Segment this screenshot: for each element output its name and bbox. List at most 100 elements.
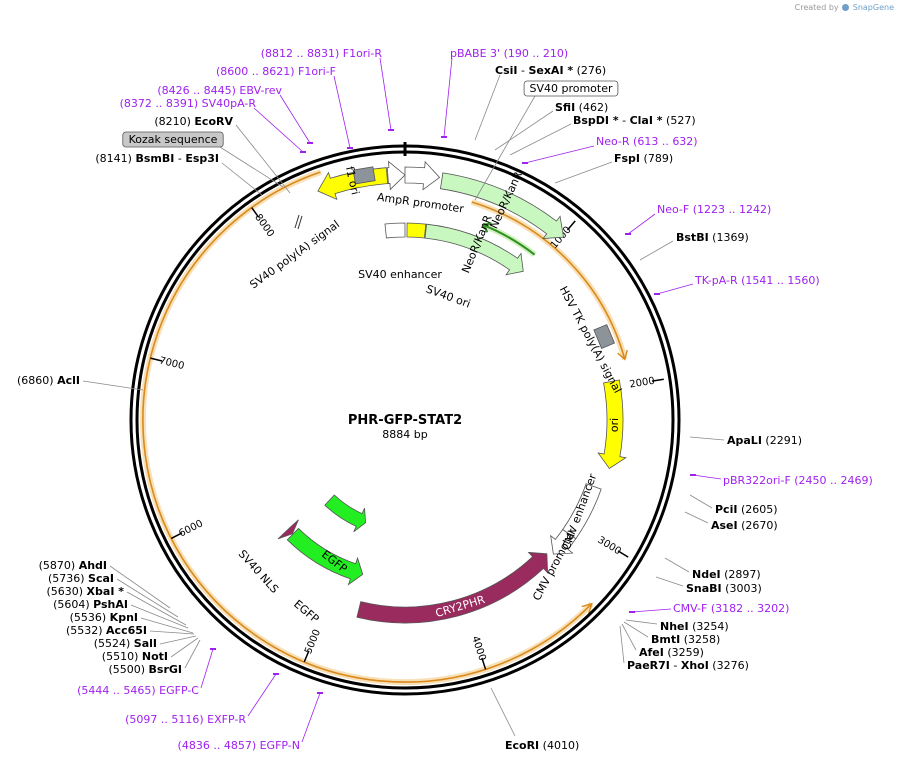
site-ecorv[interactable]: (8210) EcoRV bbox=[154, 115, 233, 128]
site-nhei[interactable]: NheI (3254) bbox=[660, 620, 729, 633]
site-pcii-leader bbox=[689, 494, 713, 509]
site-xbai-leader bbox=[126, 591, 187, 626]
watermark-prefix: Created by bbox=[794, 3, 839, 12]
primer-egfp-c-leader bbox=[200, 648, 214, 689]
primer-exfp-r-leader bbox=[247, 673, 277, 717]
site-xbai[interactable]: (5630) XbaI * bbox=[46, 585, 124, 598]
primer-pbr322ori-f[interactable]: pBR322ori-F (2450 .. 2469) bbox=[723, 474, 873, 487]
feature-sv40-nls[interactable] bbox=[277, 519, 299, 540]
primer-cmv-f-leader bbox=[631, 608, 672, 613]
site-acli[interactable]: (6860) AclI bbox=[17, 374, 80, 387]
site-snabi[interactable]: SnaBI (3003) bbox=[686, 582, 762, 595]
primer-egfp-c[interactable]: (5444 .. 5465) EGFP-C bbox=[77, 684, 199, 697]
site-ahdi[interactable]: (5870) AhdI bbox=[39, 559, 107, 572]
feature-sv40-enhancer[interactable] bbox=[384, 222, 406, 239]
center-labels: PHR-GFP-STAT2 8884 bp bbox=[348, 413, 462, 441]
primer-neo-f[interactable]: Neo-F (1223 .. 1242) bbox=[657, 203, 771, 216]
gray-box-hsv-tk[interactable] bbox=[593, 324, 616, 349]
site-sali[interactable]: (5524) SalI bbox=[94, 637, 157, 650]
site-bstbi[interactable]: BstBI (1369) bbox=[676, 231, 749, 244]
site-fspi-part: FspI bbox=[614, 152, 640, 165]
feature-sv40-ori[interactable] bbox=[406, 222, 427, 239]
feature-ampr-promoter[interactable] bbox=[386, 160, 406, 191]
tick-5000 bbox=[303, 650, 310, 663]
green-arcs-group bbox=[481, 222, 537, 258]
site-acc65i[interactable]: (5532) Acc65I bbox=[66, 624, 147, 637]
site-bmti[interactable]: BmtI (3258) bbox=[651, 633, 720, 646]
feature-egfp-inner[interactable] bbox=[324, 494, 367, 533]
tick-label-6000: 6000 bbox=[177, 518, 205, 539]
site-bspdi-clai-part: (527) bbox=[663, 114, 696, 127]
primer-f1ori-f-leader bbox=[333, 75, 351, 149]
gray-box-sv40-polya[interactable] bbox=[352, 166, 376, 185]
site-pcii-part: (2605) bbox=[737, 503, 777, 516]
primer-tk-pa-r[interactable]: TK-pA-R (1541 .. 1560) bbox=[694, 274, 820, 287]
sv40-promoter-boxed-leader bbox=[474, 95, 536, 201]
sv40-promoter-boxed[interactable]: SV40 promoter bbox=[529, 82, 613, 95]
primer-f1ori-r[interactable]: (8812 .. 8831) F1ori-R bbox=[261, 47, 383, 60]
site-asei-leader bbox=[684, 511, 709, 524]
site-bsrgi[interactable]: (5500) BsrGI bbox=[108, 663, 182, 676]
site-fspi[interactable]: FspI (789) bbox=[614, 152, 673, 165]
site-kpni[interactable]: (5536) KpnI bbox=[70, 611, 138, 624]
green-arc-inner bbox=[482, 224, 536, 256]
tick-label-7000: 7000 bbox=[158, 355, 185, 372]
primer-exfp-r[interactable]: (5097 .. 5116) EXFP-R bbox=[125, 713, 246, 726]
feature-label-ori: ori bbox=[608, 418, 621, 433]
site-noti-part: (5510) bbox=[102, 650, 142, 663]
primer-cmv-f[interactable]: CMV-F (3182 .. 3202) bbox=[673, 602, 789, 615]
primer-egfp-n[interactable]: (4836 .. 4857) EGFP-N bbox=[178, 739, 300, 752]
site-pcii[interactable]: PciI (2605) bbox=[715, 503, 778, 516]
tick-label-4000: 4000 bbox=[469, 635, 487, 663]
site-csi-sexai-part: (276) bbox=[573, 64, 606, 77]
sv40-promoter-boxed-box bbox=[523, 80, 619, 97]
snapgene-logo-icon bbox=[842, 4, 850, 11]
site-bsrgi-part: (5500) bbox=[108, 663, 148, 676]
sv40-nls-label: SV40 NLS bbox=[236, 547, 281, 595]
feature-cry2phr[interactable] bbox=[356, 551, 549, 624]
site-ecori[interactable]: EcoRI (4010) bbox=[505, 739, 579, 752]
site-bspdi-clai[interactable]: BspDI * - ClaI * (527) bbox=[573, 114, 696, 127]
feature-ampr-promoter-2[interactable] bbox=[404, 160, 441, 191]
site-csi-sexai-part: - bbox=[517, 64, 528, 77]
primer-f1ori-f[interactable]: (8600 .. 8621) F1ori-F bbox=[216, 65, 336, 78]
site-scai[interactable]: (5736) ScaI bbox=[48, 572, 114, 585]
feature-neor-kanr-inner[interactable] bbox=[424, 223, 524, 276]
site-apali-part: (2291) bbox=[762, 434, 802, 447]
site-sali-leader bbox=[159, 635, 197, 645]
site-paer7i-xhoi[interactable]: PaeR7I - XhoI (3276) bbox=[627, 659, 749, 672]
site-apali[interactable]: ApaLI (2291) bbox=[727, 434, 802, 447]
site-bspdi-clai-part: - bbox=[619, 114, 630, 127]
primer-sv40pa-r[interactable]: (8372 .. 8391) SV40pA-R bbox=[120, 97, 257, 110]
site-sfii[interactable]: SfiI (462) bbox=[555, 101, 608, 114]
site-asei-part: (2670) bbox=[738, 519, 778, 532]
site-acc65i-leader bbox=[149, 630, 195, 635]
site-bmti-part: BmtI bbox=[651, 633, 680, 646]
orange-arc-right bbox=[471, 201, 626, 360]
site-bspdi-clai-part: BspDI * bbox=[573, 114, 619, 127]
feature-ori[interactable] bbox=[597, 379, 627, 469]
site-ndei[interactable]: NdeI (2897) bbox=[692, 568, 761, 581]
kozak-sequence-boxed[interactable]: Kozak sequence bbox=[129, 133, 218, 146]
feature-neor-kanr-outer[interactable] bbox=[439, 172, 565, 240]
site-noti[interactable]: (5510) NotI bbox=[102, 650, 168, 663]
primer-ebv-rev[interactable]: (8426 .. 8445) EBV-rev bbox=[157, 84, 282, 97]
site-afei[interactable]: AfeI (3259) bbox=[639, 646, 704, 659]
site-bsmbi-esp3i[interactable]: (8141) BsmBI - Esp3I bbox=[95, 152, 219, 165]
primer-neo-r[interactable]: Neo-R (613 .. 632) bbox=[596, 135, 698, 148]
tick-label-8000: 8000 bbox=[252, 212, 276, 239]
primer-pbabe-3[interactable]: pBABE 3' (190 .. 210) bbox=[450, 47, 568, 60]
feature-cmv-promoter[interactable] bbox=[550, 529, 577, 555]
feature-label-f1-ori: f1 ori bbox=[343, 165, 362, 196]
site-sfii-part: SfiI bbox=[555, 101, 575, 114]
site-afei-part: (3259) bbox=[664, 646, 704, 659]
feature-egfp-outer[interactable] bbox=[286, 527, 364, 586]
site-asei[interactable]: AseI (2670) bbox=[711, 519, 778, 532]
site-afei-part: AfeI bbox=[639, 646, 664, 659]
site-csi-sexai[interactable]: CsiI - SexAI * (276) bbox=[495, 64, 606, 77]
primer-neo-r-leader bbox=[524, 145, 595, 164]
site-pshai[interactable]: (5604) PshAI bbox=[53, 598, 128, 611]
site-acli-part: (6860) bbox=[17, 374, 57, 387]
